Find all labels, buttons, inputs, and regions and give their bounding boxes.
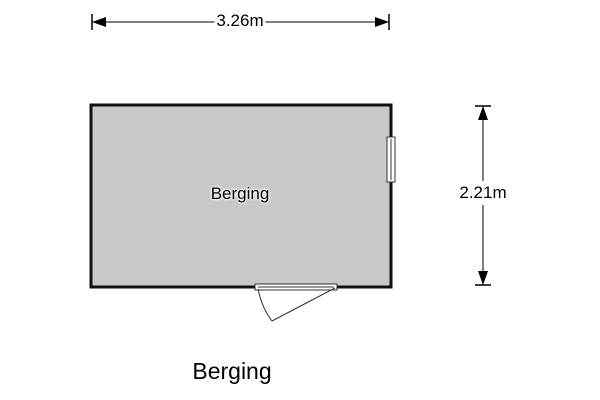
height-dimension-label: 2.21m — [459, 181, 507, 205]
room-label: Berging — [210, 184, 270, 203]
width-dimension-label: 3.26m — [214, 11, 266, 31]
room-berging — [89, 103, 393, 289]
window — [386, 136, 396, 183]
door — [254, 283, 338, 322]
floor-caption: Berging — [192, 358, 272, 384]
